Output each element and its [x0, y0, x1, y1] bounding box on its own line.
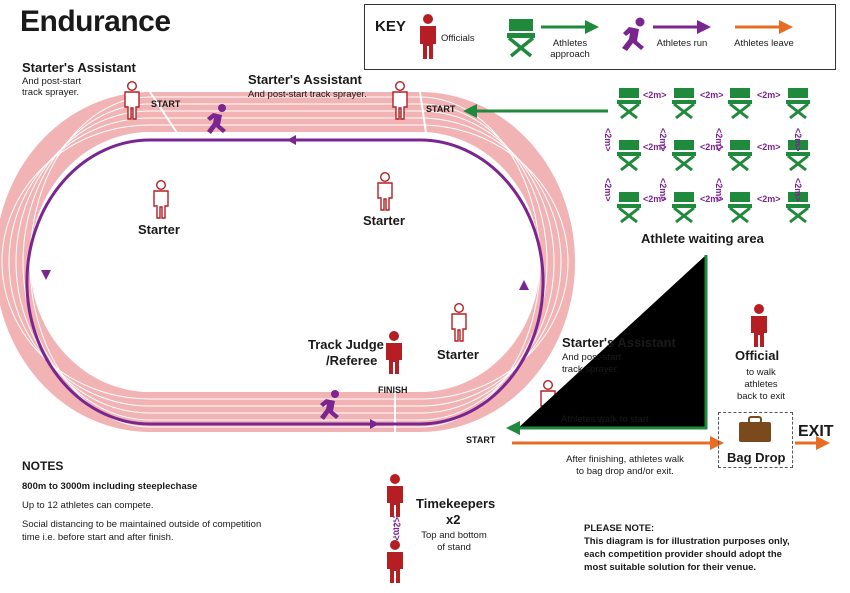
key-leave-label: Athletes leave — [734, 38, 794, 49]
distance-marker: <2m> — [603, 178, 613, 202]
bag-icon — [739, 416, 771, 442]
bag-drop-label: Bag Drop — [727, 450, 786, 465]
distance-marker: <2m> — [793, 128, 803, 152]
starter-label: Starter — [138, 222, 180, 237]
distance-marker: <2m> — [793, 178, 803, 202]
please-note-line1: This diagram is for illustration purpose… — [584, 536, 790, 547]
key-heading: KEY — [375, 18, 406, 35]
arrow-orange-icon — [735, 20, 793, 34]
timekeeper-icon — [387, 540, 403, 583]
athlete-waiting-area-label: Athlete waiting area — [641, 231, 764, 246]
approach-arrow-icon — [463, 104, 477, 118]
official-person-icon — [420, 14, 436, 59]
start-label: START — [151, 99, 181, 109]
timekeeper-icon — [387, 474, 403, 517]
finish-label: FINISH — [378, 385, 408, 395]
starters-assistant-label: Starter's Assistant — [562, 335, 676, 350]
distance-marker: <2m> — [643, 142, 667, 152]
green-arrow-icon — [541, 20, 599, 34]
starters-assistant-label: Starter's Assistant — [248, 72, 362, 87]
exit-arrow-icon — [816, 436, 830, 450]
page-title: Endurance — [20, 5, 171, 38]
official-icon — [751, 304, 767, 347]
official-sub-1: to walk — [746, 367, 776, 378]
distance-marker: <2m> — [643, 90, 667, 100]
post-start-label-1: And post-start — [562, 352, 622, 363]
purple-arrow-icon — [653, 20, 711, 34]
runner-icon — [622, 17, 645, 51]
post-start-label-2: track sprayer. — [562, 364, 620, 375]
please-note-line2: each competition provider should adopt t… — [584, 549, 782, 560]
distance-marker: <2m> — [700, 142, 724, 152]
notes-line2: Up to 12 athletes can compete. — [22, 500, 154, 511]
start-label: START — [426, 104, 456, 114]
starter-label: Starter — [437, 347, 479, 362]
distance-marker: <2m> — [757, 142, 781, 152]
distance-marker: <2m> — [392, 517, 402, 541]
exit-label: EXIT — [798, 423, 834, 440]
post-start-label-2: track sprayer. — [22, 87, 80, 98]
after-finishing-2: to bag drop and/or exit. — [576, 466, 674, 477]
distance-marker: <2m> — [603, 128, 613, 152]
official-label: Official — [735, 348, 780, 363]
runner-icon — [207, 104, 226, 134]
key-approach-label: Athletes approach — [550, 38, 590, 60]
distance-marker: <2m> — [714, 128, 724, 152]
official-sub-3: back to exit — [736, 391, 786, 402]
post-start-label-1: And post-start — [22, 76, 82, 87]
start-label: START — [466, 435, 496, 445]
timekeepers-sub-2: of stand — [437, 542, 471, 553]
track-judge-label: Track Judge — [308, 337, 384, 352]
distance-marker: <2m> — [643, 194, 667, 204]
timekeepers-label: Timekeepers — [416, 496, 496, 511]
bag-drop-box — [718, 412, 793, 468]
distance-marker: <2m> — [700, 194, 724, 204]
distance-marker: <2m> — [700, 90, 724, 100]
please-note-line3: most suitable solution for their venue. — [584, 562, 757, 573]
runner-icon — [320, 390, 339, 420]
approach-arrow-icon — [506, 421, 520, 435]
key-run-label: Athletes run — [656, 38, 708, 49]
notes-line3b: time i.e. before start and after finish. — [22, 532, 174, 543]
please-note-heading: PLEASE NOTE: — [584, 523, 655, 534]
starters-assistant-label: Starter's Assistant — [22, 60, 136, 75]
timekeepers-count: x2 — [446, 512, 461, 527]
distance-marker: <2m> — [714, 178, 724, 202]
distance-marker: <2m> — [658, 178, 668, 202]
chair-icon — [507, 19, 535, 58]
distance-marker: <2m> — [757, 90, 781, 100]
notes-line1: 800m to 3000m including steeplechase — [22, 481, 198, 492]
distance-marker: <2m> — [658, 128, 668, 152]
key-legend: KEY Officials Athletes approach Athletes… — [364, 4, 836, 70]
athletes-walk-label: Athletes walk to start — [561, 414, 649, 425]
official-sub-2: athletes — [744, 379, 778, 390]
leave-arrow-icon — [710, 436, 724, 450]
running-path — [25, 138, 545, 426]
notes-line3a: Social distancing to be maintained outsi… — [22, 519, 262, 530]
starter-label: Starter — [363, 213, 405, 228]
key-officials-label: Officials — [441, 33, 475, 44]
referee-label: /Referee — [326, 353, 378, 368]
post-start-label: And post-start track sprayer. — [248, 89, 367, 100]
after-finishing-1: After finishing, athletes walk — [566, 454, 684, 465]
timekeepers-sub-1: Top and bottom — [421, 530, 487, 541]
notes-heading: NOTES — [22, 459, 64, 473]
distance-marker: <2m> — [757, 194, 781, 204]
